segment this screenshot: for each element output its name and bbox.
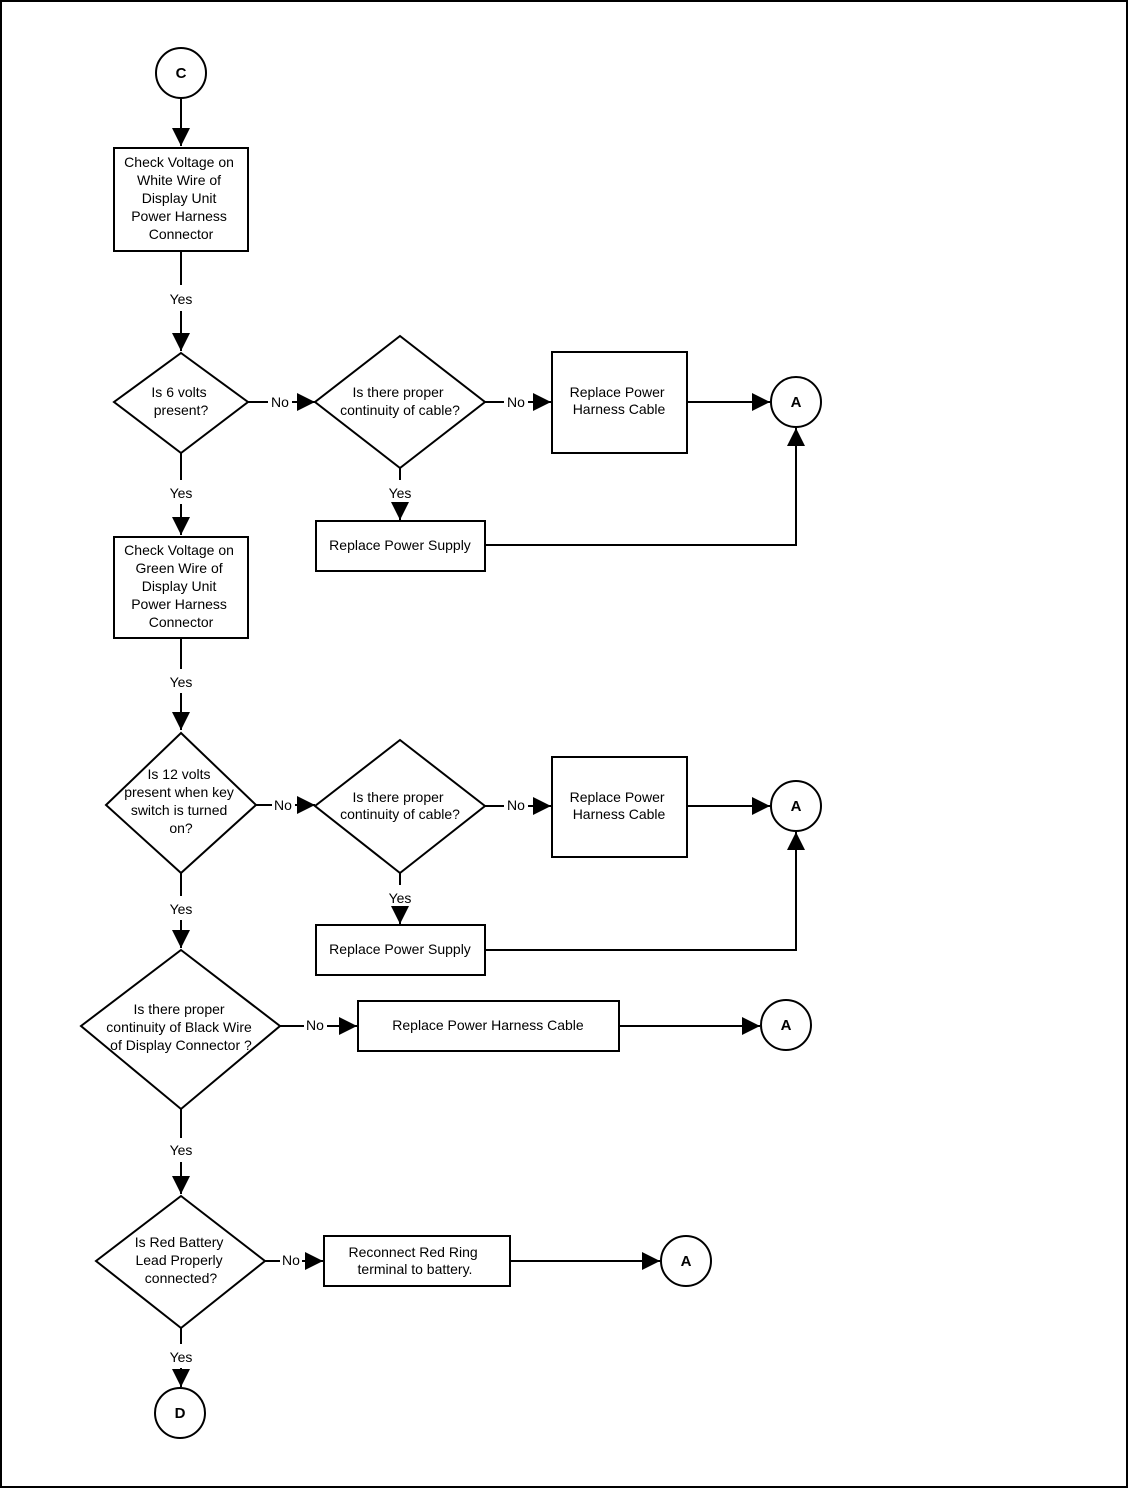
edge-label-no: No bbox=[507, 797, 525, 813]
step-check-green-wire: Check Voltage on Green Wire of Display U… bbox=[113, 536, 249, 639]
decision-cable-continuity-2: Is there proper continuity of cable? bbox=[313, 738, 487, 875]
edges bbox=[172, 98, 805, 1387]
edge-label-yes: Yes bbox=[170, 1349, 193, 1365]
edge-label-yes: Yes bbox=[170, 291, 193, 307]
connector-d-label: D bbox=[175, 1405, 186, 1422]
edge-label-no: No bbox=[282, 1252, 300, 1268]
step-reconnect-red-ring-text: Reconnect Red Ring terminal to battery. bbox=[348, 1244, 481, 1277]
step-check-green-wire-text: Check Voltage on Green Wire of Display U… bbox=[124, 542, 238, 630]
step-replace-supply-1: Replace Power Supply bbox=[315, 520, 486, 572]
connector-a-1: A bbox=[770, 376, 822, 428]
edge-label-yes: Yes bbox=[389, 485, 412, 501]
edge-label-yes: Yes bbox=[170, 674, 193, 690]
edge-label-yes: Yes bbox=[170, 485, 193, 501]
step-replace-harness-3-text: Replace Power Harness Cable bbox=[392, 1017, 584, 1033]
connector-c: C bbox=[155, 47, 207, 99]
decision-red-battery-lead: Is Red Battery Lead Properly connected? bbox=[94, 1194, 267, 1330]
step-replace-supply-1-text: Replace Power Supply bbox=[329, 537, 471, 553]
step-replace-harness-1: Replace Power Harness Cable bbox=[551, 351, 688, 454]
decision-black-wire-continuity: Is there proper continuity of Black Wire… bbox=[79, 948, 282, 1111]
connector-c-label: C bbox=[176, 65, 187, 82]
decision-cable-continuity-1-text: Is there proper continuity of cable? bbox=[340, 384, 460, 418]
connector-a-4-label: A bbox=[681, 1253, 692, 1270]
edge-label-yes: Yes bbox=[170, 1142, 193, 1158]
decision-cable-continuity-2-text: Is there proper continuity of cable? bbox=[340, 789, 460, 822]
connector-a-3-label: A bbox=[781, 1017, 792, 1034]
edge-label-no: No bbox=[274, 797, 292, 813]
step-replace-supply-2-text: Replace Power Supply bbox=[329, 941, 471, 957]
connector-a-2-label: A bbox=[791, 798, 802, 815]
decision-6-volts-text: Is 6 volts present? bbox=[151, 384, 210, 418]
edge-supply1-to-a1 bbox=[485, 428, 805, 546]
step-replace-supply-2: Replace Power Supply bbox=[315, 924, 486, 976]
decision-black-wire-continuity-text: Is there proper continuity of Black Wire… bbox=[106, 1001, 255, 1053]
decision-red-battery-lead-text: Is Red Battery Lead Properly connected? bbox=[135, 1234, 228, 1286]
step-replace-harness-2: Replace Power Harness Cable bbox=[551, 756, 688, 858]
edge-label-yes: Yes bbox=[389, 890, 412, 906]
edge-label-no: No bbox=[507, 394, 525, 410]
edge-supply2-to-a2 bbox=[485, 832, 805, 951]
decision-cable-continuity-1: Is there proper continuity of cable? bbox=[313, 334, 487, 470]
step-replace-harness-2-text: Replace Power Harness Cable bbox=[570, 789, 669, 822]
edge-label-no: No bbox=[271, 394, 289, 410]
connector-a-2: A bbox=[770, 780, 822, 832]
edge-label-yes: Yes bbox=[170, 901, 193, 917]
connector-a-4: A bbox=[660, 1235, 712, 1287]
connector-a-1-label: A bbox=[791, 394, 802, 411]
decision-6-volts: Is 6 volts present? bbox=[112, 351, 250, 455]
step-check-white-wire: Check Voltage on White Wire of Display U… bbox=[113, 147, 249, 252]
step-check-white-wire-text: Check Voltage on White Wire of Display U… bbox=[124, 154, 238, 242]
connector-a-3: A bbox=[760, 999, 812, 1051]
decision-12-volts: Is 12 volts present when key switch is t… bbox=[104, 731, 258, 875]
decision-12-volts-text: Is 12 volts present when key switch is t… bbox=[124, 766, 238, 836]
connector-d: D bbox=[154, 1387, 206, 1439]
edge-label-no: No bbox=[306, 1017, 324, 1033]
edge-labels: Yes No No Yes Yes Yes No No Yes Yes No Y… bbox=[170, 291, 526, 1365]
step-replace-harness-3: Replace Power Harness Cable bbox=[357, 1000, 620, 1052]
step-replace-harness-1-text: Replace Power Harness Cable bbox=[570, 384, 669, 417]
step-reconnect-red-ring: Reconnect Red Ring terminal to battery. bbox=[323, 1235, 511, 1287]
